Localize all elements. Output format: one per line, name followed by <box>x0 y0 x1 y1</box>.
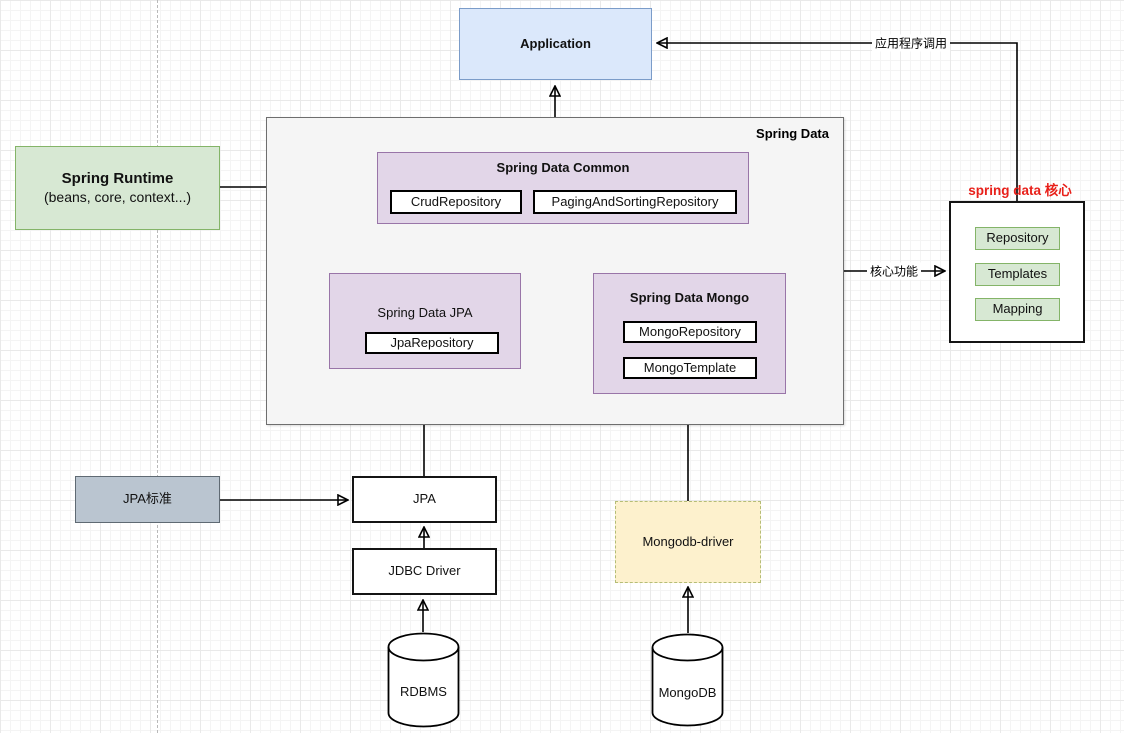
database-cylinder-icon <box>387 632 460 728</box>
spring-data-jpa-node: Spring Data JPA JpaRepository <box>329 273 521 369</box>
spring-data-container-label: Spring Data <box>756 126 829 141</box>
spring-data-container: Spring Data Spring Data Common CrudRepos… <box>266 117 844 425</box>
spring-data-core-panel: Repository Templates Mapping <box>949 201 1085 343</box>
core-repository-node: Repository <box>975 227 1060 250</box>
spring-runtime-title: Spring Runtime <box>61 169 174 187</box>
spring-data-mongo-title: Spring Data Mongo <box>629 289 750 305</box>
core-mapping-node: Mapping <box>975 298 1060 321</box>
spring-data-core-title: spring data 核心 <box>968 183 1072 198</box>
paging-and-sorting-repository-node: PagingAndSortingRepository <box>533 190 737 214</box>
jpa-node: JPA <box>352 476 497 523</box>
application-label: Application <box>520 35 591 51</box>
crud-repository-node: CrudRepository <box>390 190 522 214</box>
core-templates-node: Templates <box>975 263 1060 286</box>
spring-runtime-node: Spring Runtime (beans, core, context...) <box>15 146 220 230</box>
spring-data-common-title: Spring Data Common <box>496 159 630 175</box>
edge-label-application-call: 应用程序调用 <box>871 34 951 52</box>
mongo-repository-node: MongoRepository <box>623 321 757 343</box>
rdbms-node: RDBMS <box>387 632 460 729</box>
jdbc-driver-node: JDBC Driver <box>352 548 497 595</box>
rdbms-label: RDBMS <box>400 684 447 699</box>
mongo-template-node: MongoTemplate <box>623 357 757 379</box>
edge-label-core-function: 核心功能 <box>866 262 922 280</box>
spring-data-jpa-title: Spring Data JPA <box>377 304 473 320</box>
spring-runtime-subtitle: (beans, core, context...) <box>43 188 192 205</box>
mongodb-node: MongoDB <box>651 633 724 728</box>
database-cylinder-icon <box>651 633 724 727</box>
spring-data-mongo-node: Spring Data Mongo MongoRepository MongoT… <box>593 273 786 394</box>
application-node: Application <box>459 8 652 80</box>
mongodb-label: MongoDB <box>658 685 717 700</box>
page-boundary-dashed-line <box>157 0 158 733</box>
spring-data-common-node: Spring Data Common CrudRepository Paging… <box>377 152 749 224</box>
jpa-standard-node: JPA标准 <box>75 476 220 523</box>
mongodb-driver-node: Mongodb-driver <box>615 501 761 583</box>
jpa-repository-node: JpaRepository <box>365 332 499 354</box>
